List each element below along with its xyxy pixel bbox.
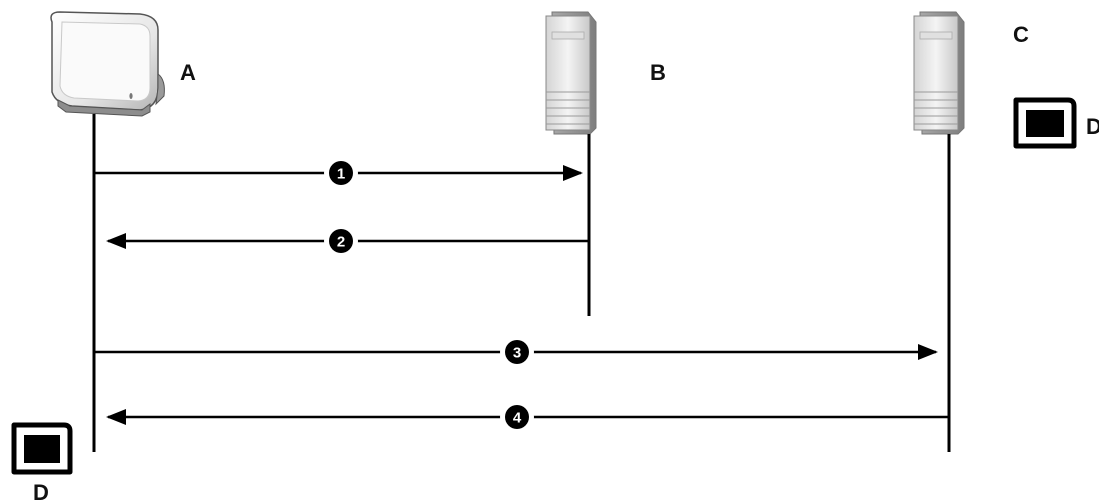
node-b-label: B bbox=[650, 60, 666, 85]
step-2-number: 2 bbox=[337, 234, 345, 251]
node-d-bottom-label: D bbox=[33, 480, 49, 503]
step-4-number: 4 bbox=[513, 410, 522, 427]
access-point-icon bbox=[50, 11, 165, 117]
node-c-label: C bbox=[1013, 22, 1029, 47]
server-b-icon bbox=[545, 11, 597, 135]
memory-card-icon bbox=[1013, 97, 1077, 149]
step-1-number: 1 bbox=[337, 166, 345, 183]
step-1-badge: 1 bbox=[324, 156, 358, 190]
node-a-label: A bbox=[180, 60, 196, 85]
memory-card-icon bbox=[11, 422, 73, 475]
step-4-badge: 4 bbox=[500, 400, 534, 434]
step-3-number: 3 bbox=[513, 345, 521, 362]
server-c-icon bbox=[913, 11, 965, 135]
node-d-right-label: D bbox=[1086, 114, 1099, 139]
step-3-badge: 3 bbox=[500, 335, 534, 369]
step-2-badge: 2 bbox=[324, 224, 358, 258]
